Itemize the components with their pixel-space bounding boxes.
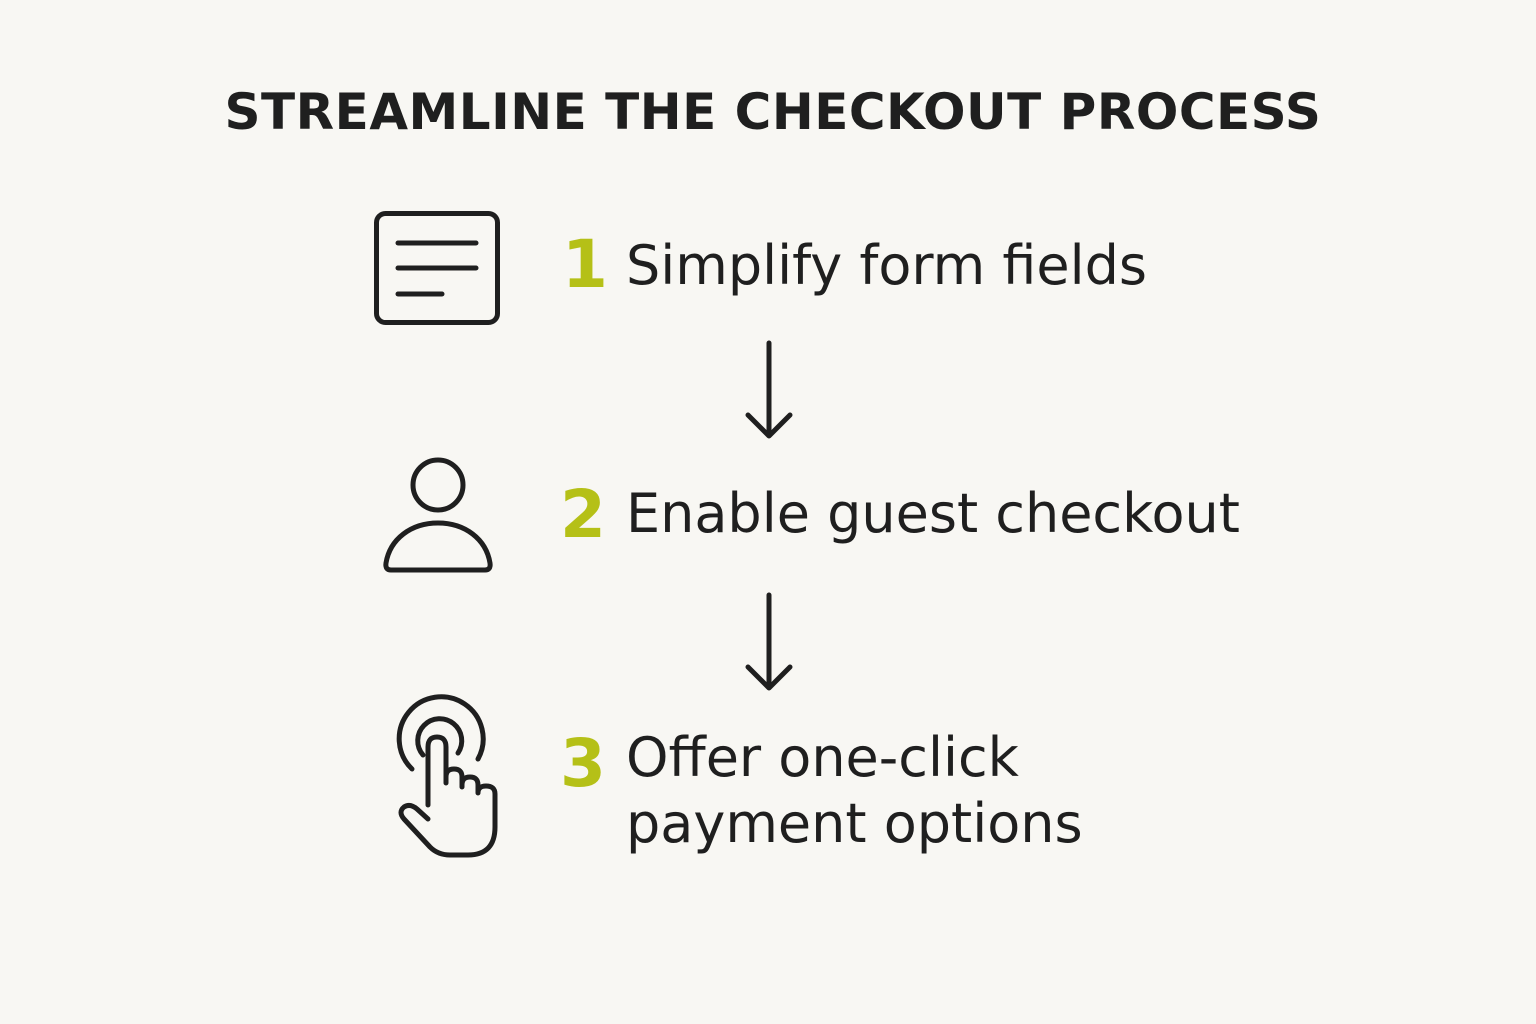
down-arrow-icon [744,592,794,694]
step-2-label: Enable guest checkout [626,482,1240,545]
tap-icon [390,694,502,861]
down-arrow-icon [744,340,794,442]
diagram-title: STREAMLINE THE CHECKOUT PROCESS [224,83,1322,141]
step-1-number: 1 [562,226,608,303]
step-3-number: 3 [560,725,606,802]
step-3-label-line-2: payment options [626,792,1083,855]
step-3-label-line-1: Offer one-click [626,726,1019,789]
form-icon [374,211,500,325]
step-2-number: 2 [560,476,606,553]
step-1-label: Simplify form fields [626,234,1148,297]
user-icon [383,457,493,575]
